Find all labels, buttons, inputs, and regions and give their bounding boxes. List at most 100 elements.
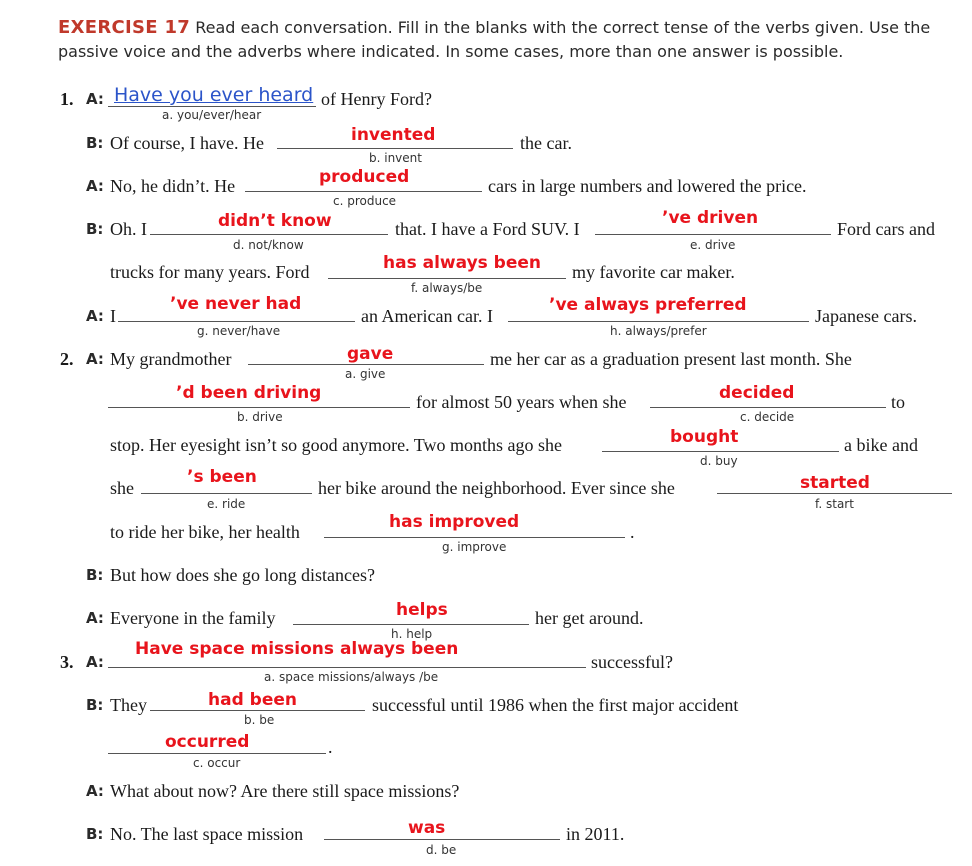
sentence-text: successful? (591, 652, 673, 672)
sentence-text: . (328, 737, 333, 757)
answer-3c: occurred (165, 732, 250, 752)
blank-line-3c (108, 753, 326, 754)
sentence-text: stop. Her eyesight isn’t so good anymore… (110, 435, 563, 455)
answer-2h: helps (396, 600, 448, 620)
blank-line-3b (150, 710, 365, 711)
blank-line-1e (595, 234, 831, 235)
sentence-text: cars in large numbers and lowered the pr… (488, 176, 807, 196)
sentence-text: her get around. (535, 608, 644, 628)
speaker-a: A: (86, 90, 104, 108)
answer-1f: has always been (383, 253, 542, 273)
sentence-text: Of course, I have. He (110, 133, 264, 153)
instructions-header: EXERCISE 17 Read each conversation. Fill… (58, 16, 958, 64)
sentence-text: of Henry Ford? (321, 89, 432, 109)
sentence-text: I (110, 306, 116, 326)
speaker-b: B: (86, 566, 104, 584)
answer-1b: invented (351, 125, 436, 145)
blank-line-3a (108, 667, 586, 668)
answer-2a: gave (347, 344, 394, 364)
sentence-text: her bike around the neighborhood. Ever s… (318, 478, 675, 498)
verb-cue-2e: e. ride (207, 497, 246, 511)
sentence-text: trucks for many years. Ford (110, 262, 310, 282)
blank-line-2h (293, 624, 529, 625)
answer-3d: was (408, 818, 446, 838)
blank-line-2e (141, 493, 312, 494)
blank-line-1a (108, 106, 316, 107)
sentence-text: to (891, 392, 906, 412)
speaker-a: A: (86, 653, 104, 671)
answer-1g: ’ve never had (170, 294, 302, 314)
answer-3a: Have space missions always been (135, 639, 459, 659)
verb-cue-3c: c. occur (193, 756, 241, 770)
verb-cue-2a: a. give (345, 367, 386, 381)
blank-line-2b (108, 407, 410, 408)
blank-line-1f (328, 278, 566, 279)
speaker-b: B: (86, 825, 104, 843)
sentence-text: No, he didn’t. He (110, 176, 236, 196)
verb-cue-2h: h. help (391, 627, 433, 641)
sentence-text: Oh. I (110, 219, 147, 239)
verb-cue-1e: e. drive (690, 238, 736, 252)
verb-cue-1b: b. invent (369, 151, 422, 165)
verb-cue-2f: f. start (815, 497, 854, 511)
speaker-b: B: (86, 696, 104, 714)
blank-line-1g (118, 321, 355, 322)
answer-1d: didn’t know (218, 211, 332, 231)
sentence-text: she (110, 478, 134, 498)
sentence-text: to ride her bike, her health (110, 522, 300, 542)
sentence-text: me her car as a graduation present last … (490, 349, 852, 369)
blank-line-1c (245, 191, 482, 192)
sentence-text: for almost 50 years when she (416, 392, 627, 412)
speaker-a: A: (86, 782, 104, 800)
speaker-b: B: (86, 220, 104, 238)
blank-line-2f (717, 493, 952, 494)
answer-1h: ’ve always preferred (549, 295, 747, 315)
sentence-text: a bike and (844, 435, 918, 455)
verb-cue-1g: g. never/have (197, 324, 281, 338)
instructions-text: Read each conversation. Fill in the blan… (58, 18, 931, 61)
verb-cue-3b: b. be (244, 713, 275, 727)
verb-cue-2c: c. decide (740, 410, 795, 424)
verb-cue-1c: c. produce (333, 194, 397, 208)
verb-cue-1f: f. always/be (411, 281, 483, 295)
verb-cue-3d: d. be (426, 843, 457, 857)
verb-cue-2b: b. drive (237, 410, 283, 424)
sentence-text: the car. (520, 133, 572, 153)
verb-cue-1h: h. always/prefer (610, 324, 707, 338)
speaker-b: B: (86, 134, 104, 152)
verb-cue-3a: a. space missions/always /be (264, 670, 439, 684)
sentence-text: But how does she go long distances? (110, 565, 375, 585)
exercise-number-1: 1. (60, 89, 74, 109)
sentence-text: successful until 1986 when the first maj… (372, 695, 739, 715)
sentence-text: an American car. I (361, 306, 493, 326)
verb-cue-1a: a. you/ever/hear (162, 108, 262, 122)
sentence-text: Japanese cars. (815, 306, 917, 326)
speaker-a: A: (86, 350, 104, 368)
answer-1e: ’ve driven (662, 208, 759, 228)
sentence-text: No. The last space mission (110, 824, 304, 844)
answer-2f: started (800, 473, 870, 493)
sentence-text: My grandmother (110, 349, 232, 369)
blank-line-3d (324, 839, 560, 840)
blank-line-1b (277, 148, 513, 149)
speaker-a: A: (86, 177, 104, 195)
sentence-text: They (110, 695, 147, 715)
blank-line-2g (324, 537, 625, 538)
answer-1c: produced (319, 167, 410, 187)
speaker-a: A: (86, 609, 104, 627)
answer-2e: ’s been (187, 467, 257, 487)
sentence-text: Ford cars and (837, 219, 935, 239)
answer-1a: Have you ever heard (114, 84, 314, 106)
sentence-text: that. I have a Ford SUV. I (395, 219, 580, 239)
exercise-number-3: 3. (60, 652, 74, 672)
verb-cue-1d: d. not/know (233, 238, 304, 252)
verb-cue-2g: g. improve (442, 540, 507, 554)
blank-line-1d (150, 234, 388, 235)
exercise-number-2: 2. (60, 349, 74, 369)
sentence-text: . (630, 522, 635, 542)
exercise-title: EXERCISE 17 (58, 17, 191, 38)
answer-2c: decided (719, 383, 795, 403)
answer-2d: bought (670, 427, 739, 447)
sentence-text: What about now? Are there still space mi… (110, 781, 460, 801)
sentence-text: Everyone in the family (110, 608, 276, 628)
